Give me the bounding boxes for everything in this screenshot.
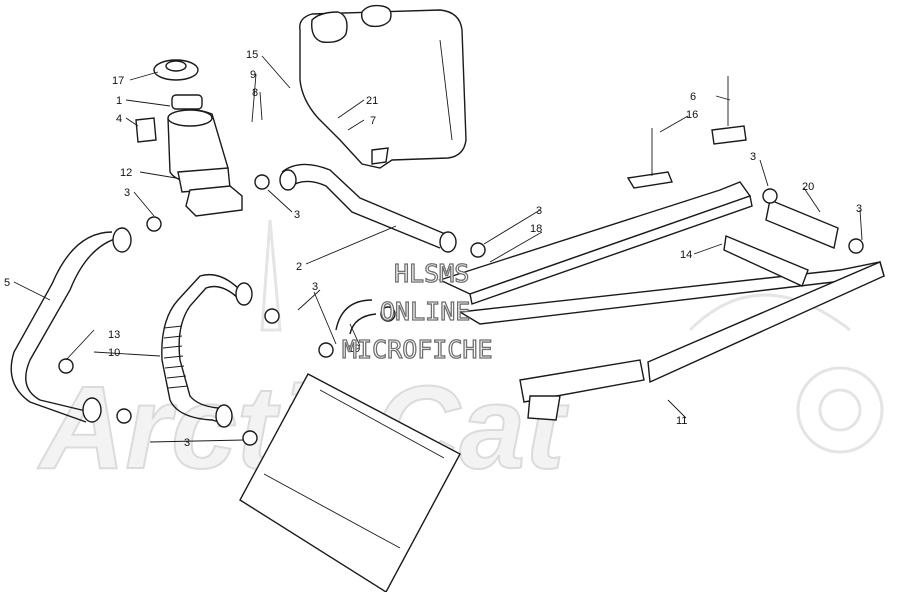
surge-tank [135, 59, 243, 217]
callout-12: 12 [120, 167, 132, 179]
callout-2: 2 [296, 261, 302, 273]
skid-plate [239, 373, 461, 592]
hose-clamps [58, 174, 864, 446]
callout-9: 9 [250, 69, 256, 81]
hose-2 [279, 163, 457, 253]
callout-3a: 3 [124, 187, 130, 199]
watermark-line-1: HLSMS [394, 259, 469, 288]
callout-1: 1 [116, 95, 122, 107]
callout-20: 20 [802, 181, 814, 193]
coolant-reservoir [299, 4, 467, 169]
hose-10 [161, 273, 253, 428]
callout-18: 18 [530, 223, 542, 235]
hose-5 [10, 227, 132, 423]
callout-3f: 3 [750, 151, 756, 163]
watermark-line-2: ONLINE [380, 297, 470, 326]
callout-3c: 3 [184, 437, 190, 449]
callout-6: 6 [690, 91, 696, 103]
hose-19 [335, 299, 377, 335]
callout-17: 17 [112, 75, 124, 87]
watermark-line-3: MICROFICHE [342, 335, 493, 364]
callout-8: 8 [252, 87, 258, 99]
callout-14: 14 [680, 249, 692, 261]
callout-15: 15 [246, 49, 258, 61]
callout-10: 10 [108, 347, 120, 359]
heat-exchanger-18 [438, 181, 753, 305]
callout-leaders [13, 55, 863, 443]
callout-21: 21 [366, 95, 378, 107]
callout-3b: 3 [294, 209, 300, 221]
microfiche-watermark: HLSMS ONLINE MICROFICHE [341, 258, 493, 364]
callout-4: 4 [116, 113, 122, 125]
callout-19: 19 [348, 343, 360, 355]
callout-5: 5 [4, 277, 10, 289]
callout-11: 11 [676, 415, 687, 427]
callout-3g: 3 [856, 203, 862, 215]
callout-3e: 3 [536, 205, 542, 217]
mounting-brackets [626, 76, 747, 189]
callout-7: 7 [370, 115, 376, 127]
callout-13: 13 [108, 329, 120, 341]
callout-3d: 3 [312, 281, 318, 293]
callout-labels: 17 1 4 12 3 15 9 8 21 7 3 5 2 13 10 3 19… [4, 49, 862, 449]
callout-16: 16 [686, 109, 698, 121]
heat-exchanger-11 [519, 261, 885, 421]
hose-20 [765, 199, 839, 249]
